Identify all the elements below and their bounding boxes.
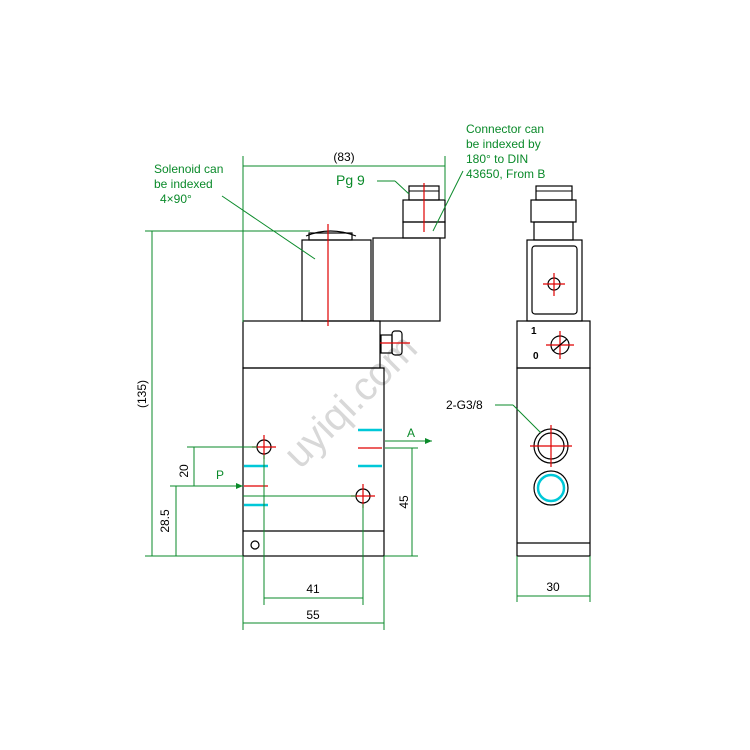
dim-port-height: 28.5 <box>158 509 172 533</box>
front-dimensions: (83) (135) 28.5 20 45 41 55 <box>135 150 446 630</box>
watermark: uyiqi.com <box>275 326 426 477</box>
dim-overall-width: (83) <box>333 150 354 164</box>
solenoid-nut <box>308 232 353 241</box>
side-view: 1 0 <box>516 185 591 557</box>
connector-note-line-4: 43650, From B <box>466 167 545 181</box>
solenoid-note-line-3: 4×90° <box>160 192 192 206</box>
side-gland-top <box>535 185 573 201</box>
dim-body-width: 55 <box>306 608 320 622</box>
front-view <box>200 183 446 557</box>
connector-note-line-2: be indexed by <box>466 137 541 151</box>
connector-housing <box>372 237 441 322</box>
port-a-label: A <box>407 426 415 440</box>
port-lower-outer <box>533 470 569 506</box>
solenoid-note-line-2: be indexed <box>154 177 213 191</box>
switch-mark-1: 1 <box>531 326 537 337</box>
dim-port-spacing-v: 20 <box>177 464 191 478</box>
side-dimensions: 30 2-G3/8 <box>446 398 591 602</box>
port-p-label: P <box>216 468 224 482</box>
ports-label: 2-G3/8 <box>446 398 483 412</box>
dial-slot <box>552 338 568 352</box>
solenoid-note-line-1: Solenoid can <box>154 162 223 176</box>
dim-port-spacing-h: 41 <box>306 582 320 596</box>
dim-overall-height: (135) <box>135 380 149 408</box>
port-lower-inner <box>536 473 566 503</box>
connector-note-line-3: 180° to DIN <box>466 152 528 166</box>
ports-leader <box>512 404 542 434</box>
arrowhead <box>236 483 243 489</box>
side-neck <box>533 221 574 241</box>
pg-leader <box>394 180 410 195</box>
solenoid-coil <box>301 239 372 322</box>
connector-leader <box>432 170 464 232</box>
side-valve-body <box>516 367 591 557</box>
side-connector-face <box>531 245 578 315</box>
side-gland <box>530 199 577 223</box>
pg-label: Pg 9 <box>336 172 365 188</box>
mount-hole <box>250 540 260 550</box>
connector-callout: Connector can be indexed by 180° to DIN … <box>432 122 545 232</box>
solenoid-cap <box>305 230 357 237</box>
solenoid-callout: Solenoid can be indexed 4×90° <box>154 162 316 260</box>
arrowhead <box>425 438 432 444</box>
dim-port-offset: 45 <box>397 495 411 509</box>
connector-note-line-1: Connector can <box>466 122 544 136</box>
solenoid-leader <box>221 195 316 260</box>
switch-mark-0: 0 <box>533 351 539 362</box>
dim-side-width: 30 <box>546 580 560 594</box>
pg-callout: Pg 9 <box>336 172 410 195</box>
